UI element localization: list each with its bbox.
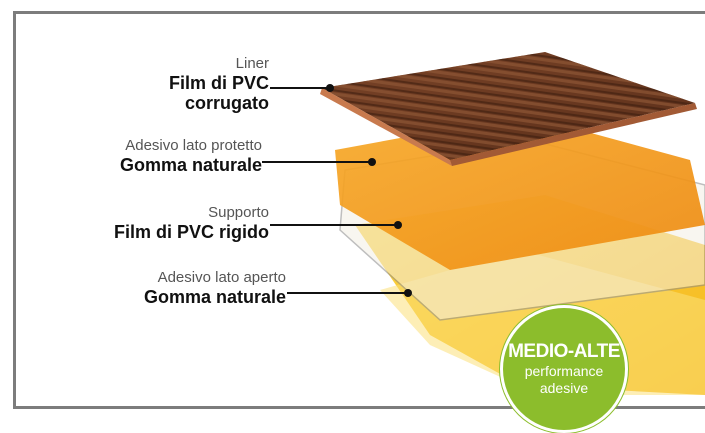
badge-line-performance: performance — [524, 363, 604, 379]
badge-line-adesive: adesive — [539, 380, 589, 396]
leader-dot-support — [394, 221, 402, 229]
leader-dot-liner — [326, 84, 334, 92]
label-adhesive-open-subtitle: Adesivo lato aperto — [157, 269, 286, 286]
leader-dot-adhesive-protected — [368, 158, 376, 166]
label-adhesive-open-title: Gomma naturale — [143, 287, 286, 307]
label-liner-subtitle: Liner — [235, 55, 269, 72]
leader-dot-adhesive-open — [404, 289, 412, 297]
adhesive-protected-layer — [335, 115, 705, 270]
label-support-title: Film di PVC rigido — [113, 222, 269, 242]
label-adhesive-protected-title: Gomma naturale — [119, 155, 262, 175]
liner-ribs — [322, 52, 695, 160]
frame-border — [13, 11, 705, 409]
label-adhesive-open: Adesivo lato aperto Gomma naturale — [144, 269, 286, 307]
liner-edge-front — [320, 88, 452, 166]
label-liner: Liner Film di PVC corrugato — [169, 55, 269, 113]
label-adhesive-protected: Adesivo lato protetto Gomma naturale — [120, 137, 262, 175]
badge-title: MEDIO-ALTE — [508, 341, 620, 362]
label-support-subtitle: Supporto — [208, 204, 269, 221]
label-liner-title-1: Film di PVC — [168, 73, 269, 93]
label-liner-title-2: corrugato — [184, 93, 269, 113]
label-support: Supporto Film di PVC rigido — [114, 204, 269, 242]
label-adhesive-protected-subtitle: Adesivo lato protetto — [125, 137, 262, 154]
liner-edge-right — [450, 103, 697, 166]
performance-badge: MEDIO-ALTE performance adesive — [500, 305, 628, 433]
